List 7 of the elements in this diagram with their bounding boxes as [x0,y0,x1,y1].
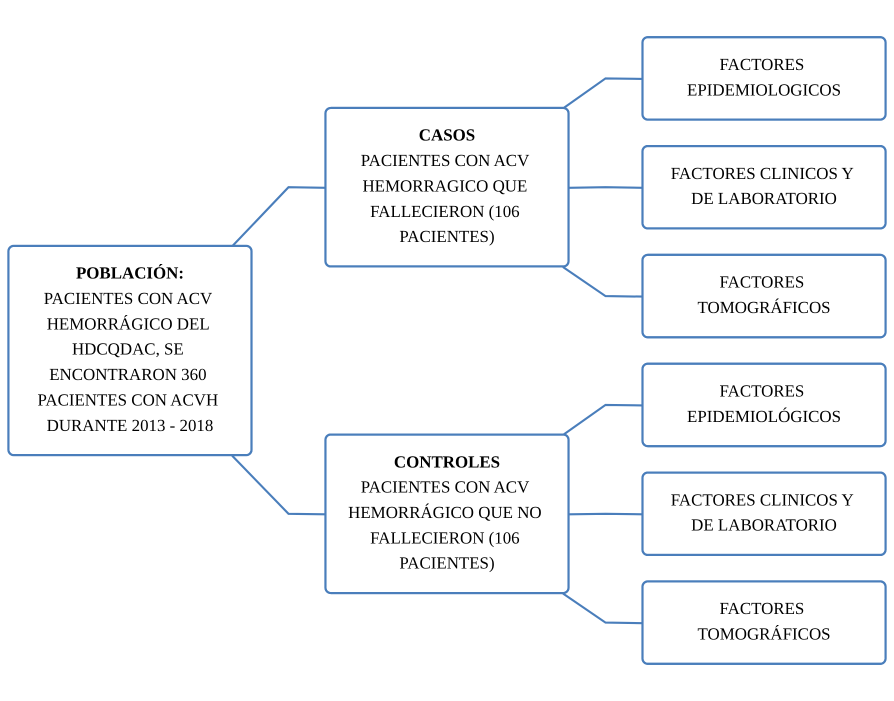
connector [562,592,644,624]
connector [562,77,644,110]
connector [231,454,326,516]
connector [569,186,644,189]
connector [562,266,644,298]
connector [569,512,644,516]
connector [562,404,644,436]
